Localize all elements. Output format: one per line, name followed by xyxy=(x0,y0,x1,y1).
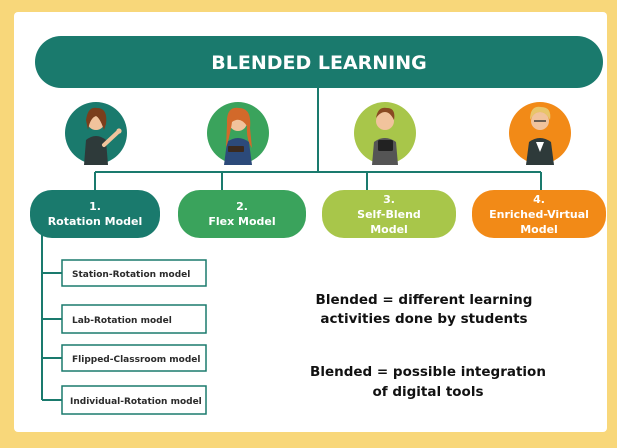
sub-model-label: Station-Rotation model xyxy=(72,270,190,280)
woman-holding-tablet-icon xyxy=(372,107,398,165)
model-name-line2: Model xyxy=(370,223,408,236)
sub-model-lab-rotation: Lab-Rotation model xyxy=(61,304,207,334)
avatar-presenter xyxy=(65,102,127,165)
sub-model-flipped-classroom: Flipped-Classroom model xyxy=(61,344,207,372)
woman-holding-book-icon xyxy=(224,107,252,165)
sub-model-individual-rotation: Individual-Rotation model xyxy=(61,385,207,415)
model-rotation: 1. Rotation Model xyxy=(30,190,160,238)
model-number: 2. xyxy=(236,200,248,213)
model-flex: 2. Flex Model xyxy=(178,190,306,238)
sub-model-station-rotation: Station-Rotation model xyxy=(61,259,207,287)
note-different-activities: Blended = different learning activities … xyxy=(316,292,533,327)
note-digital-tools: Blended = possible integration of digita… xyxy=(310,364,546,400)
connector-lines xyxy=(41,88,542,401)
title-banner: BLENDED LEARNING xyxy=(35,36,603,88)
avatar-reader xyxy=(207,102,269,165)
note-line: Blended = possible integration xyxy=(310,364,546,380)
woman-with-glasses-icon xyxy=(526,106,554,165)
model-name: Flex Model xyxy=(208,215,275,228)
model-number: 4. xyxy=(533,193,545,206)
model-name: Rotation Model xyxy=(48,215,143,228)
model-number: 1. xyxy=(89,200,101,213)
sub-model-label: Individual-Rotation model xyxy=(70,397,202,407)
model-name-line2: Model xyxy=(520,223,558,236)
note-line: Blended = different learning xyxy=(316,292,533,308)
sub-model-label: Flipped-Classroom model xyxy=(72,355,200,365)
woman-presenting-icon xyxy=(84,107,122,165)
model-name: Enriched-Virtual xyxy=(489,208,589,221)
sub-model-label: Lab-Rotation model xyxy=(72,316,172,326)
avatar-glasses xyxy=(509,102,571,165)
model-number: 3. xyxy=(383,193,395,206)
note-line: of digital tools xyxy=(373,384,484,400)
model-enriched-virtual: 4. Enriched-Virtual Model xyxy=(472,190,606,238)
note-line: activities done by students xyxy=(320,311,527,327)
model-self-blend: 3. Self-Blend Model xyxy=(322,190,456,238)
banner-title: BLENDED LEARNING xyxy=(211,52,427,74)
avatar-tablet-user xyxy=(354,102,416,165)
model-name: Self-Blend xyxy=(357,208,421,221)
